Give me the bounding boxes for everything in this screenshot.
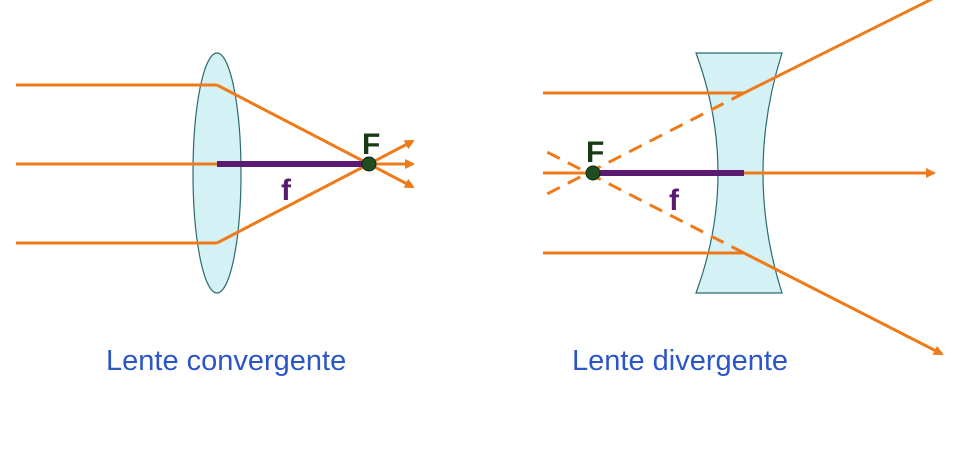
conv-ray-top-refracted bbox=[216, 83, 415, 189]
converging-lens-group: F f bbox=[16, 52, 415, 294]
div-focus-label: F bbox=[586, 136, 604, 169]
conv-focal-length-label: f bbox=[281, 174, 292, 207]
div-ray-bottom-refracted bbox=[743, 251, 944, 356]
converging-lens bbox=[192, 52, 242, 294]
div-focal-length-label: f bbox=[669, 184, 680, 217]
div-focal-point bbox=[585, 165, 601, 181]
diverging-lens-group: F f bbox=[542, 0, 944, 356]
conv-focus-label: F bbox=[362, 128, 380, 161]
div-virtual-ray-bottom bbox=[542, 148, 745, 255]
conv-focal-point bbox=[361, 156, 377, 172]
diverging-lens-caption: Lente divergente bbox=[572, 345, 789, 377]
div-virtual-ray-top bbox=[542, 91, 745, 198]
div-ray-top-refracted bbox=[743, 0, 934, 95]
conv-ray-bottom-refracted bbox=[216, 139, 415, 245]
converging-lens-caption: Lente convergente bbox=[106, 345, 347, 377]
